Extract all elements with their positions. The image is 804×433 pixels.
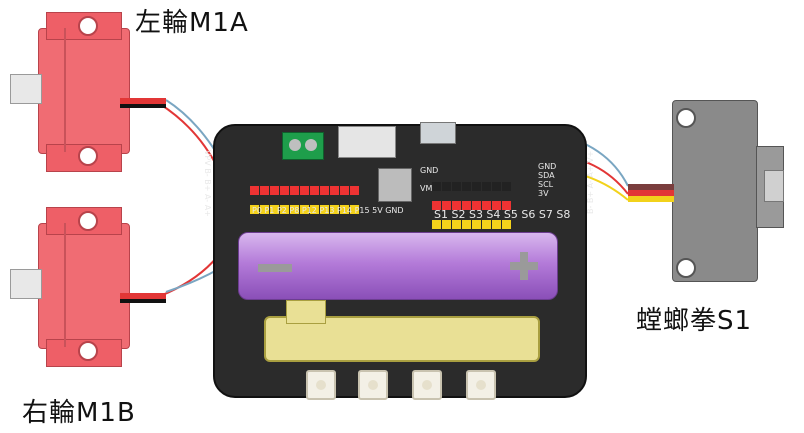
mount-hole-icon bbox=[78, 341, 98, 361]
minus-icon bbox=[258, 264, 292, 272]
button-1[interactable] bbox=[306, 370, 336, 400]
mount-hole-icon bbox=[78, 146, 98, 166]
servo-pin-labels: S1 S2 S3 S4 S5 S6 S7 S8 bbox=[434, 208, 571, 221]
right-rail-label: B- B+ A- A+ V+ bbox=[586, 150, 595, 214]
servo-label: 螳螂拳S1 bbox=[636, 306, 753, 336]
motor-m1a bbox=[8, 10, 166, 172]
motor-shaft bbox=[10, 74, 42, 104]
usb-port bbox=[420, 122, 456, 144]
button-4[interactable] bbox=[466, 370, 496, 400]
chip bbox=[378, 168, 412, 202]
motor-shaft bbox=[10, 269, 42, 299]
servo-shaft bbox=[764, 170, 784, 202]
io-labels: P0 P1 P2 P8 P12 P13 P14 P15 5V GND bbox=[252, 206, 404, 215]
power-label-vm: VM bbox=[420, 184, 433, 193]
mount-hole-icon bbox=[676, 258, 696, 278]
power-label-gnd: GND bbox=[420, 166, 439, 175]
io-header bbox=[250, 180, 372, 218]
left-rail-label: VPV B- B+ A- A+ bbox=[203, 150, 212, 217]
battery bbox=[238, 232, 558, 300]
servo-header bbox=[432, 176, 532, 233]
button-3[interactable] bbox=[412, 370, 442, 400]
right-header: GND SDA SCL 3V bbox=[538, 162, 557, 198]
button-2[interactable] bbox=[358, 370, 388, 400]
terminal-block bbox=[282, 132, 324, 160]
plus-icon bbox=[510, 252, 538, 280]
mount-hole-icon bbox=[676, 108, 696, 128]
motor-m1b bbox=[8, 205, 166, 367]
left-motor-label: 左輪M1A bbox=[135, 8, 249, 38]
power-switch[interactable] bbox=[338, 126, 396, 158]
right-motor-label: 右輪M1B bbox=[22, 398, 136, 428]
mount-hole-icon bbox=[78, 211, 98, 231]
servo-s1 bbox=[628, 100, 788, 290]
mount-hole-icon bbox=[78, 16, 98, 36]
